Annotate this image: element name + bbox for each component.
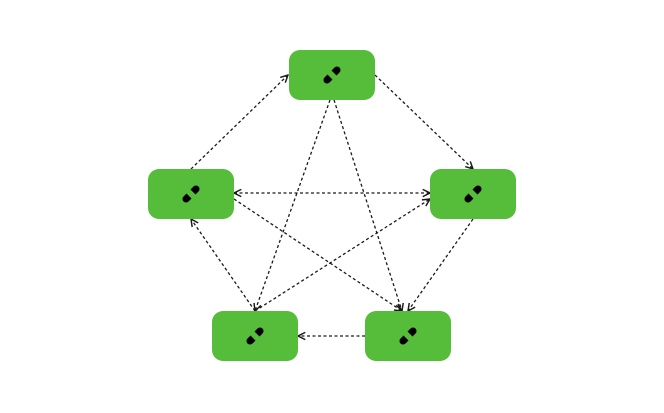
node-bottom-right[interactable] xyxy=(365,311,451,361)
edge-left-to-top xyxy=(190,75,288,170)
edge-top-to-bottom-left xyxy=(255,99,331,311)
node-box xyxy=(430,169,516,219)
node-bottom-left[interactable] xyxy=(212,311,298,361)
nodes-layer xyxy=(148,50,516,361)
node-left[interactable] xyxy=(148,169,234,219)
edge-top-to-bottom-right xyxy=(333,99,402,311)
edge-top-to-right xyxy=(374,74,473,169)
edge-bottom-left-to-right xyxy=(254,199,430,312)
node-box xyxy=(365,311,451,361)
edges-layer xyxy=(191,75,473,336)
edge-left-to-bottom-right xyxy=(233,198,402,311)
edge-right-to-bottom-right xyxy=(408,218,474,311)
node-box xyxy=(212,311,298,361)
node-top[interactable] xyxy=(289,50,375,100)
node-box xyxy=(289,50,375,100)
node-box xyxy=(148,169,234,219)
node-right[interactable] xyxy=(430,169,516,219)
edge-bottom-left-to-left xyxy=(191,219,256,312)
